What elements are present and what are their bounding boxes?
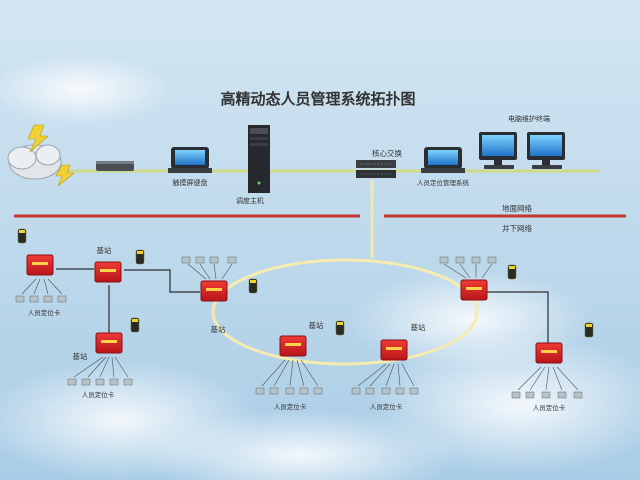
computer-terminal-icon [527, 132, 565, 169]
base-station-icon [535, 342, 563, 364]
signal-lines [21, 263, 579, 391]
router-device-icon [96, 161, 134, 171]
base-station-label: 基站 [73, 351, 88, 361]
background-clouds [0, 55, 640, 480]
base-station-label: 基站 [309, 320, 324, 330]
base-station-icon [94, 261, 122, 283]
underground-ring-network [211, 258, 479, 366]
dispatch-host-label: 调度主机 [236, 196, 264, 205]
base-station-icon [95, 332, 123, 354]
core-switch-icon [356, 160, 396, 178]
base-station-icon [200, 280, 228, 302]
positioning-system-icon [421, 147, 465, 173]
card-group-label: 人员定位卡 [274, 402, 307, 411]
base-station-icon [460, 279, 488, 301]
underground-network-label: 井下网络 [502, 223, 532, 233]
server-tower-icon [248, 125, 270, 193]
maintenance-terminal-label: 电脑维护终端 [508, 114, 550, 123]
card-group-label: 人员定位卡 [533, 403, 566, 412]
ground-network-label: 地面网络 [502, 203, 532, 213]
core-switch-label: 核心交换 [372, 148, 402, 158]
positioning-card-group [15, 256, 583, 399]
base-station-label: 基站 [211, 324, 226, 334]
card-group-label: 人员定位卡 [82, 390, 115, 399]
computer-terminal-icon [479, 132, 517, 169]
card-group-label: 人员定位卡 [28, 308, 61, 317]
network-connections [56, 268, 549, 355]
base-station-icon [380, 339, 408, 361]
touch-keyboard-label: 触摸屏键盘 [173, 178, 208, 187]
lightning-icon [27, 124, 75, 187]
internet-cloud-icon [7, 144, 62, 180]
base-station-icon [26, 254, 54, 276]
positioning-system-label: 人员定位管理系统 [417, 178, 470, 187]
base-station-label: 基站 [411, 322, 426, 332]
diagram-title: 高精动态人员管理系统拓扑图 [220, 90, 415, 108]
base-station-icon [279, 335, 307, 357]
card-group-label: 人员定位卡 [370, 402, 403, 411]
touch-keyboard-icon [168, 147, 212, 173]
base-station-label: 基站 [97, 245, 112, 255]
